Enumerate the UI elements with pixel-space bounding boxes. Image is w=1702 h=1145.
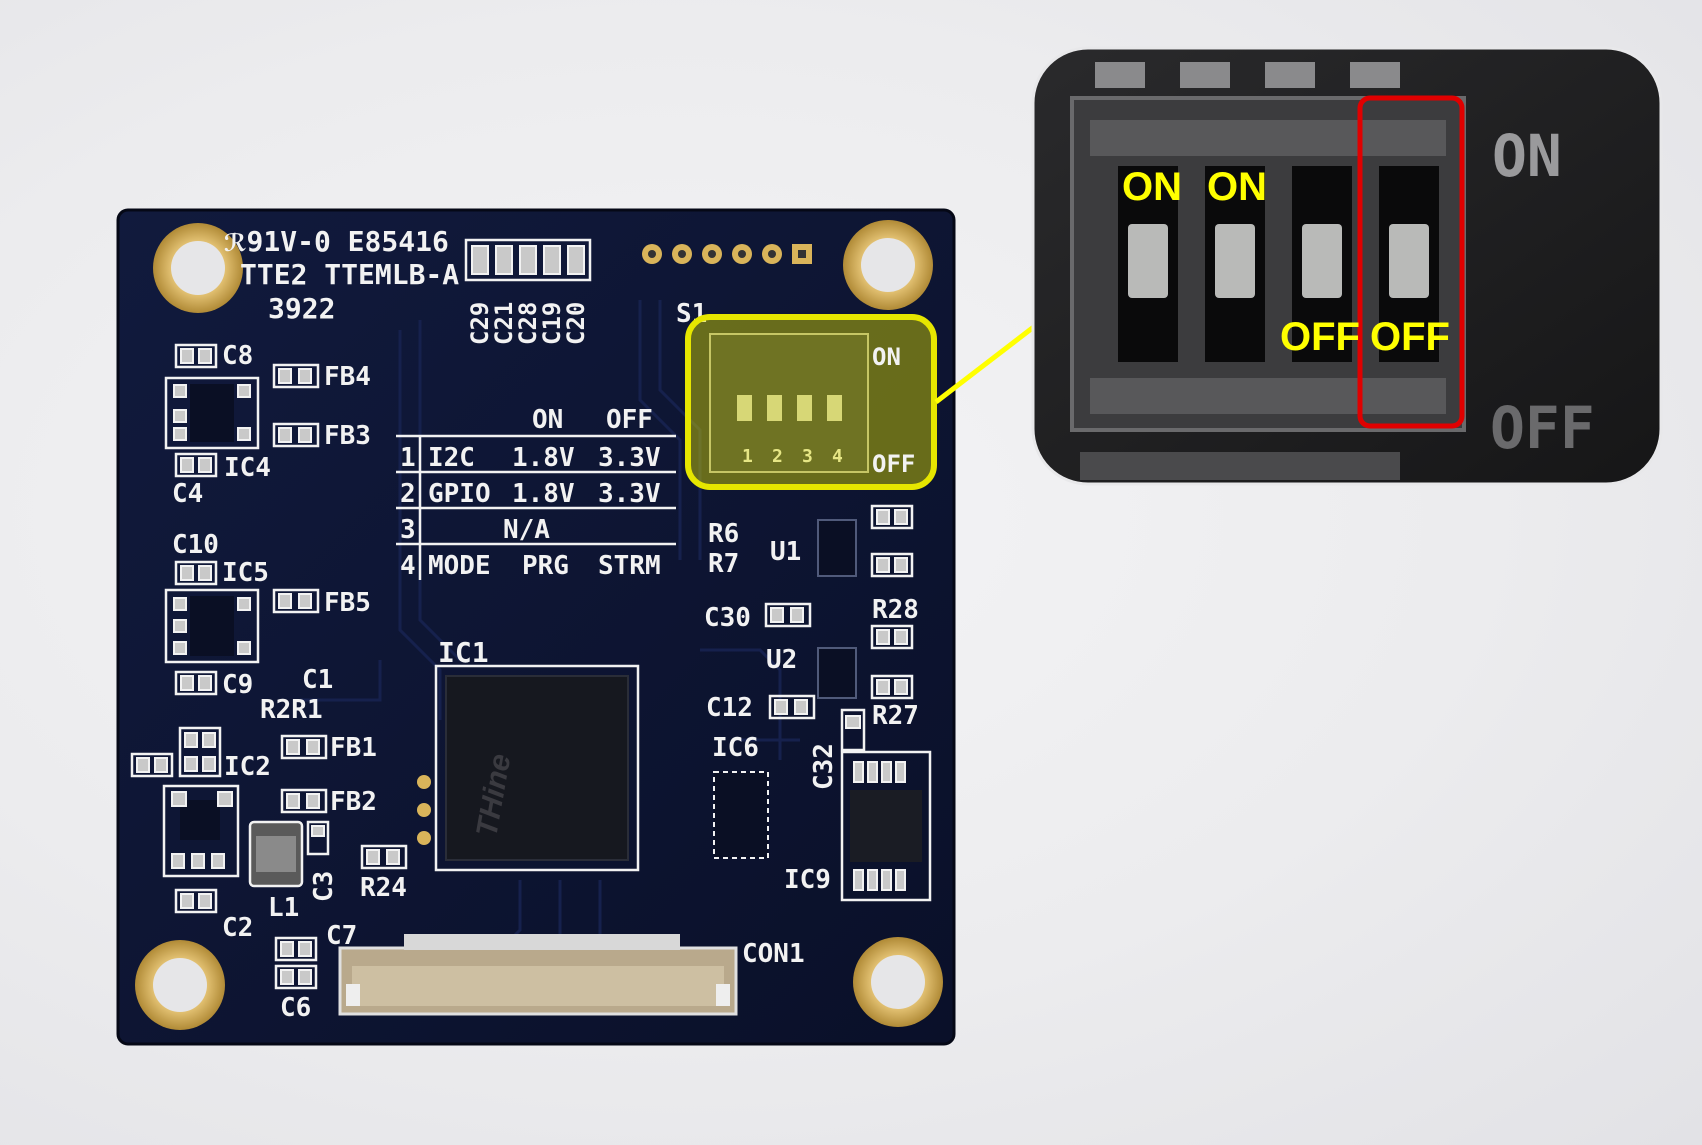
svg-text:C1: C1 — [302, 665, 333, 695]
zoom-silk-on: ON — [1492, 122, 1562, 190]
svg-text:R24: R24 — [360, 873, 407, 903]
svg-text:STRM: STRM — [598, 551, 661, 581]
svg-text:1.8V: 1.8V — [512, 443, 575, 473]
table-row: 2 GPIO 1.8V 3.3V — [400, 479, 661, 509]
pcb-board: ℛ91V-0 E85416 TTE2 TTEMLB-A 3922 C29 C21… — [116, 208, 956, 1046]
table-row: 4 MODE PRG STRM — [400, 551, 661, 581]
dip-switch-s1: 1 2 3 4 — [709, 333, 869, 473]
svg-text:R6: R6 — [708, 519, 739, 549]
svg-text:C3: C3 — [309, 871, 339, 902]
svg-text:C7: C7 — [326, 921, 357, 951]
svg-text:C10: C10 — [172, 530, 219, 560]
table-row: 3 N/A — [400, 515, 550, 545]
selected-switch-box — [1357, 95, 1465, 429]
svg-text:R2R1: R2R1 — [260, 695, 323, 725]
switch-number-1: 1 — [742, 446, 753, 467]
svg-text:FB2: FB2 — [330, 787, 377, 817]
svg-text:IC9: IC9 — [784, 865, 831, 895]
svg-text:C4: C4 — [172, 479, 203, 509]
svg-text:3: 3 — [400, 515, 416, 545]
mounting-hole-top-left — [153, 223, 243, 313]
top-capacitor-array: C29 C21 C28 C19 C20 — [464, 238, 592, 345]
svg-text:R28: R28 — [872, 595, 919, 625]
board-switch-off-label: OFF — [872, 450, 915, 478]
svg-text:U2: U2 — [766, 645, 797, 675]
svg-text:2: 2 — [400, 479, 416, 509]
board-switch-on-label: ON — [872, 343, 901, 371]
zoom-label-switch-4: OFF — [1370, 315, 1450, 359]
table-row: 1 I2C 1.8V 3.3V — [400, 443, 661, 473]
label-c28: C28 — [514, 302, 542, 345]
svg-text:1.8V: 1.8V — [512, 479, 575, 509]
svg-text:4: 4 — [400, 551, 416, 581]
switch-number-3: 3 — [802, 446, 813, 467]
zoom-inset: ON OFF ON ON OFF OFF — [1031, 46, 1663, 486]
switch-number-2: 2 — [772, 446, 783, 467]
pin-header — [642, 244, 812, 264]
svg-text:1: 1 — [400, 443, 416, 473]
main-chip-ic1: THine — [417, 664, 640, 872]
date-code-text: 3922 — [268, 292, 335, 325]
label-c29: C29 — [466, 302, 494, 345]
svg-text:FB1: FB1 — [330, 733, 377, 763]
ul-rating-text: ℛ91V-0 E85416 — [224, 225, 449, 258]
svg-text:CON1: CON1 — [742, 939, 805, 969]
zoom-label-switch-2: ON — [1207, 165, 1267, 209]
switch-highlight-box — [685, 314, 937, 490]
pcb-traces — [300, 300, 800, 957]
svg-text:MODE: MODE — [428, 551, 491, 581]
svg-text:FB4: FB4 — [324, 362, 371, 392]
svg-text:L1: L1 — [268, 893, 299, 923]
mounting-hole-bottom-left — [135, 940, 225, 1030]
svg-text:FB5: FB5 — [324, 588, 371, 618]
svg-text:IC2: IC2 — [224, 752, 271, 782]
svg-text:C30: C30 — [704, 603, 751, 633]
svg-text:C9: C9 — [222, 670, 253, 700]
svg-text:IC5: IC5 — [222, 558, 269, 588]
svg-text:3.3V: 3.3V — [598, 443, 661, 473]
right-components: R6 R7 U1 C30 R28 U2 C12 R27 IC6 C32 — [704, 504, 932, 969]
board-model-text: TTE2 TTEMLB-A — [240, 258, 459, 291]
svg-text:I2C: I2C — [428, 443, 475, 473]
svg-text:U1: U1 — [770, 537, 801, 567]
left-components: C8 FB4 FB3 IC4 C4 C10 IC5 FB5 C9 C1 — [130, 341, 408, 1023]
mounting-hole-top-right — [843, 220, 933, 310]
svg-text:N/A: N/A — [503, 515, 550, 545]
svg-text:IC6: IC6 — [712, 733, 759, 763]
fpc-connector-con1 — [338, 934, 738, 1016]
label-c21: C21 — [490, 302, 518, 345]
zoom-label-switch-1: ON — [1122, 165, 1182, 209]
label-c19: C19 — [538, 302, 566, 345]
svg-text:IC4: IC4 — [224, 453, 271, 483]
svg-text:C6: C6 — [280, 993, 311, 1023]
label-c20: C20 — [562, 302, 590, 345]
mounting-hole-bottom-right — [853, 937, 943, 1027]
table-header-on: ON — [532, 405, 563, 435]
svg-text:C32: C32 — [809, 743, 839, 790]
zoom-label-switch-3: OFF — [1280, 315, 1360, 359]
label-ic1: IC1 — [438, 636, 489, 669]
zoom-silk-off: OFF — [1490, 394, 1595, 462]
svg-text:PRG: PRG — [522, 551, 569, 581]
svg-text:C8: C8 — [222, 341, 253, 371]
svg-text:FB3: FB3 — [324, 421, 371, 451]
svg-text:R27: R27 — [872, 701, 919, 731]
table-header-off: OFF — [606, 405, 653, 435]
svg-text:C2: C2 — [222, 913, 253, 943]
svg-text:R7: R7 — [708, 549, 739, 579]
svg-text:3.3V: 3.3V — [598, 479, 661, 509]
svg-text:GPIO: GPIO — [428, 479, 491, 509]
switch-number-4: 4 — [832, 446, 843, 467]
svg-text:C12: C12 — [706, 693, 753, 723]
switch-setting-table: ON OFF 1 I2C 1.8V 3.3V 2 GPIO 1.8V 3.3V … — [396, 405, 676, 581]
